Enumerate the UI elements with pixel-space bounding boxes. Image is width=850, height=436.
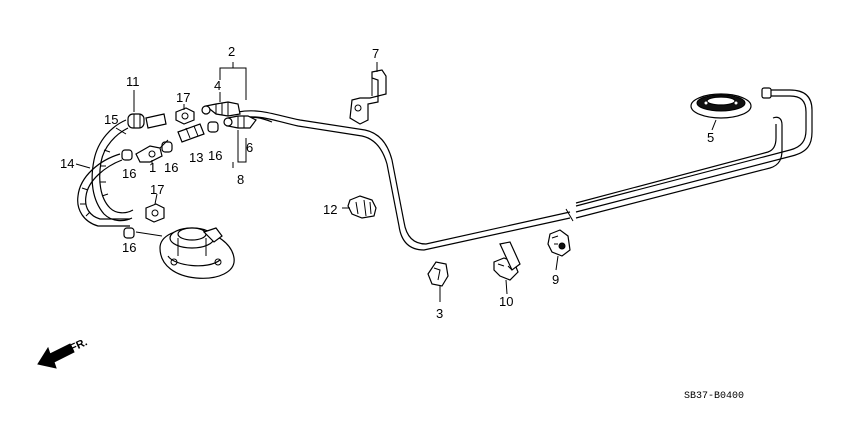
label-16-b: 16 <box>164 160 178 175</box>
label-16-d: 16 <box>122 240 136 255</box>
front-marker-label: FR. <box>68 336 89 354</box>
label-17-a: 17 <box>176 90 190 105</box>
pipe-clip-10 <box>493 241 521 281</box>
grommet-5 <box>690 93 752 119</box>
pipe-bracket-7 <box>349 69 387 125</box>
hose-clamp-16-d <box>123 227 135 239</box>
hose-clamp-11 <box>127 113 145 129</box>
label-6: 6 <box>246 140 253 155</box>
label-8: 8 <box>237 172 244 187</box>
canister-assembly <box>135 227 235 279</box>
fuel-hose-14 <box>77 153 130 227</box>
fuel-pipe-connector-4 <box>201 101 241 117</box>
pipe-clip-12 <box>347 195 377 219</box>
label-7: 7 <box>372 46 379 61</box>
label-16-a: 16 <box>208 148 222 163</box>
pipe-clip-9 <box>547 229 571 257</box>
label-10: 10 <box>499 294 513 309</box>
label-17-b: 17 <box>150 182 164 197</box>
clamp-17-top <box>175 107 195 125</box>
hose-segment <box>145 113 167 129</box>
label-12: 12 <box>323 202 337 217</box>
hose-clamp-16-a <box>207 121 219 133</box>
label-4: 4 <box>214 78 221 93</box>
label-1: 1 <box>149 160 156 175</box>
label-3: 3 <box>436 306 443 321</box>
hose-clamp-16-b <box>161 141 173 153</box>
front-direction-arrow: FR. <box>37 336 89 369</box>
fuel-hose-15 <box>91 119 134 222</box>
label-5: 5 <box>707 130 714 145</box>
label-15: 15 <box>104 112 118 127</box>
diagram-code: SB37-B0400 <box>684 391 744 402</box>
label-16-c: 16 <box>122 166 136 181</box>
pipe-clip-3 <box>427 261 449 287</box>
label-2: 2 <box>228 44 235 59</box>
joint-1 <box>135 139 169 163</box>
hose-clamp-16-c <box>121 149 133 161</box>
leader-lines <box>75 62 717 302</box>
label-13: 13 <box>189 150 203 165</box>
clamp-17-bottom <box>145 203 165 223</box>
label-14: 14 <box>60 156 74 171</box>
label-11: 11 <box>126 74 140 89</box>
callout-labels: 1 2 3 4 5 6 7 8 9 10 11 12 13 14 15 16 1… <box>60 44 714 321</box>
label-9: 9 <box>552 272 559 287</box>
hose-13 <box>177 123 205 143</box>
fuel-pipe-connector-6 <box>223 115 257 129</box>
